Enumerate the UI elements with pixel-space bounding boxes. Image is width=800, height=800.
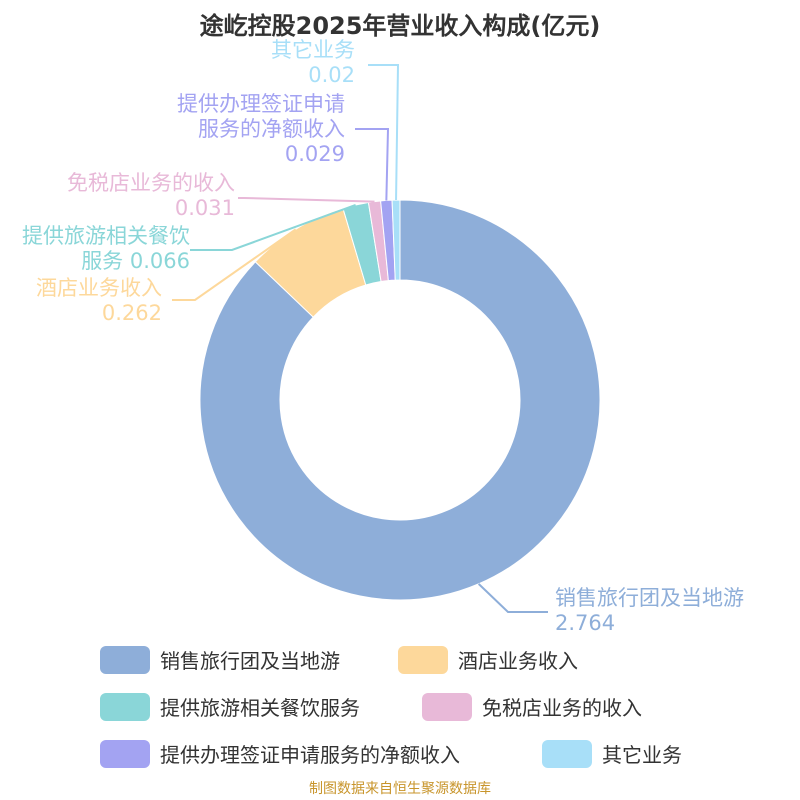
donut-slice-5[interactable]	[391, 199, 401, 281]
legend-swatch	[100, 645, 150, 674]
legend-item-5[interactable]: 其它业务	[542, 739, 682, 768]
chart-title: 途屹控股2025年营业收入构成(亿元)	[199, 12, 601, 40]
source-note: 制图数据来自恒生聚源数据库	[309, 781, 491, 797]
legend-swatch	[422, 692, 472, 721]
leader-line-1	[172, 228, 297, 301]
legend-item-1[interactable]: 酒店业务收入	[398, 645, 578, 674]
legend-label: 其它业务	[602, 743, 682, 767]
legend-swatch	[542, 739, 592, 768]
legend-swatch	[398, 645, 448, 674]
leader-line-5	[368, 64, 400, 201]
donut-slice-0[interactable]	[199, 199, 601, 601]
legend-swatch	[100, 692, 150, 721]
data-label-2: 提供旅游相关餐饮服务 0.066	[22, 224, 190, 273]
legend-swatch	[100, 739, 150, 768]
legend-item-3[interactable]: 免税店业务的收入	[422, 692, 642, 721]
legend-item-2[interactable]: 提供旅游相关餐饮服务	[100, 692, 360, 721]
legend-label: 销售旅行团及当地游	[160, 649, 340, 673]
leader-line-4	[355, 128, 390, 201]
legend-item-0[interactable]: 销售旅行团及当地游	[100, 645, 340, 674]
legend-label: 提供旅游相关餐饮服务	[160, 696, 360, 720]
leader-line-0	[477, 583, 548, 613]
legend-label: 酒店业务收入	[458, 649, 578, 673]
legend-label: 提供办理签证申请服务的净额收入	[160, 743, 460, 767]
data-label-0: 销售旅行团及当地游 2.764	[555, 586, 744, 635]
leader-line-2	[190, 204, 356, 251]
data-label-5: 其它业务 0.02	[271, 38, 355, 87]
leader-line-3	[238, 197, 375, 203]
data-label-4: 提供办理签证申请服务的净额收入 0.029	[177, 92, 345, 166]
legend-item-4[interactable]: 提供办理签证申请服务的净额收入	[100, 739, 460, 768]
data-label-1: 酒店业务收入 0.262	[36, 276, 162, 325]
data-label-3: 免税店业务的收入 0.031	[67, 171, 235, 220]
legend-label: 免税店业务的收入	[482, 696, 642, 720]
